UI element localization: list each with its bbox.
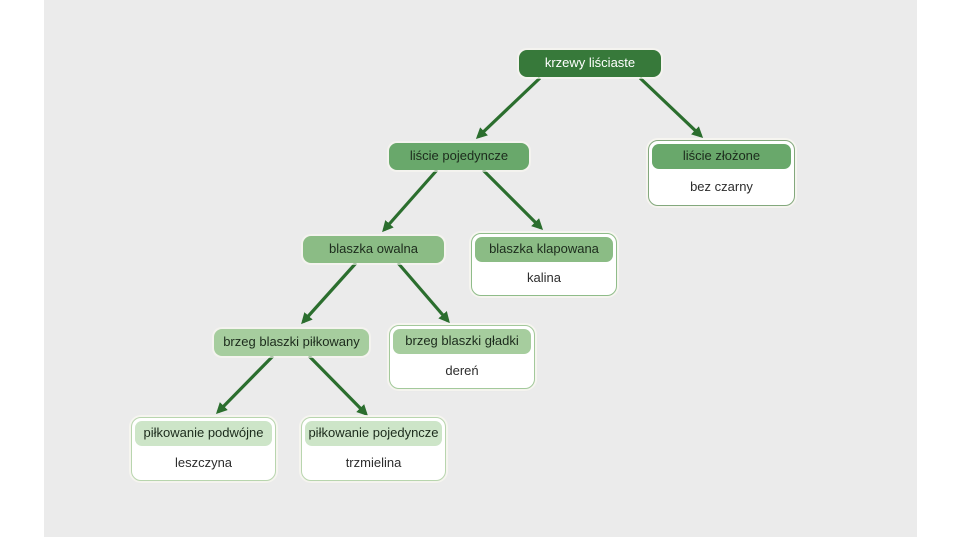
node-pilkowanie-podwojne: piłkowanie podwójne leszczyna <box>131 417 276 481</box>
edge-pojedyncze-to-blaszka-owalna <box>382 168 439 233</box>
node-liscie-pojedyncze: liście pojedyncze <box>389 143 529 170</box>
edge-root-to-liscie-zlozone <box>638 76 704 138</box>
node-result: leszczyna <box>174 454 233 470</box>
edge-owalna-to-brzeg-gladki <box>396 261 450 324</box>
node-header: piłkowanie podwójne <box>135 421 272 446</box>
edge-pilkowany-to-pojedyncze <box>307 354 369 417</box>
node-label: brzeg blaszki piłkowany <box>223 334 360 350</box>
node-header: piłkowanie pojedyncze <box>305 421 442 446</box>
node-brzeg-blaszki-gladki: brzeg blaszki gładki dereń <box>389 325 535 389</box>
node-result: bez czarny <box>690 178 753 194</box>
node-header: brzeg blaszki gładki <box>393 329 531 354</box>
node-blaszka-owalna: blaszka owalna <box>303 236 444 263</box>
node-label: blaszka owalna <box>329 241 418 257</box>
node-header: liście złożone <box>652 144 791 169</box>
node-result: dereń <box>445 362 479 378</box>
node-pilkowanie-pojedyncze: piłkowanie pojedyncze trzmielina <box>301 417 446 481</box>
node-liscie-zlozone: liście złożone bez czarny <box>648 140 795 206</box>
node-result: kalina <box>527 270 561 286</box>
node-label: krzewy liściaste <box>544 55 636 71</box>
node-label: liście pojedyncze <box>409 148 509 164</box>
node-brzeg-blaszki-pilkowany: brzeg blaszki piłkowany <box>214 329 369 356</box>
node-result: trzmielina <box>345 454 402 470</box>
edge-pojedyncze-to-blaszka-klapowana <box>481 168 544 231</box>
edge-owalna-to-brzeg-pilkowany <box>301 261 358 325</box>
node-krzewy-lisciaste: krzewy liściaste <box>519 50 661 77</box>
node-header: blaszka klapowana <box>475 237 613 262</box>
node-blaszka-klapowana: blaszka klapowana kalina <box>471 233 617 296</box>
edge-root-to-liscie-pojedyncze <box>475 76 542 139</box>
edge-pilkowany-to-podwojne <box>215 354 275 415</box>
